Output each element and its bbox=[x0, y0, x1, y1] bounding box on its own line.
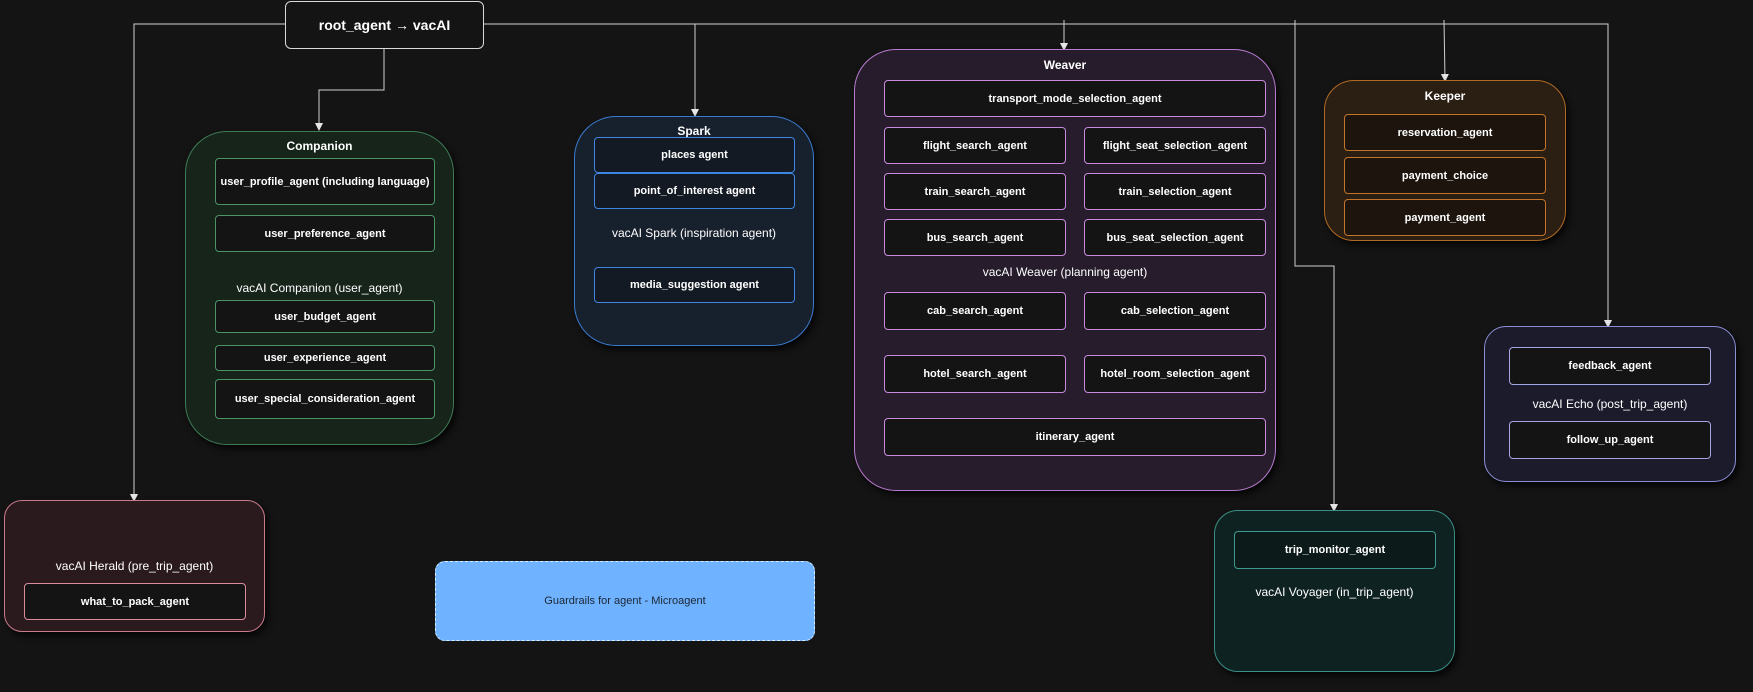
keeper-title: Keeper bbox=[1424, 89, 1466, 103]
cab-selection-agent[interactable]: cab_selection_agent bbox=[1084, 292, 1266, 330]
user-special-consideration-agent[interactable]: user_special_consideration_agent bbox=[215, 379, 435, 419]
herald-group[interactable]: vacAI Herald (pre_trip_agent) what_to_pa… bbox=[4, 500, 265, 632]
guardrails-box[interactable]: Guardrails for agent - Microagent bbox=[435, 561, 815, 641]
edge-root-herald bbox=[130, 23, 285, 502]
echo-subtitle: vacAI Echo (post_trip_agent) bbox=[1532, 397, 1688, 411]
follow-up-agent[interactable]: follow_up_agent bbox=[1509, 421, 1711, 459]
edge-root-spark bbox=[484, 23, 1612, 328]
voyager-group[interactable]: trip_monitor_agent vacAI Voyager (in_tri… bbox=[1214, 510, 1455, 672]
train-search-agent[interactable]: train_search_agent bbox=[884, 173, 1066, 210]
hotel-search-agent[interactable]: hotel_search_agent bbox=[884, 355, 1066, 393]
cab-search-agent[interactable]: cab_search_agent bbox=[884, 292, 1066, 330]
itinerary-agent[interactable]: itinerary_agent bbox=[884, 418, 1266, 456]
keeper-group[interactable]: Keeper reservation_agent payment_choice … bbox=[1324, 80, 1566, 241]
flight-search-agent[interactable]: flight_search_agent bbox=[884, 127, 1066, 164]
companion-subtitle: vacAI Companion (user_agent) bbox=[236, 281, 403, 295]
weaver-subtitle: vacAI Weaver (planning agent) bbox=[982, 265, 1148, 279]
payment-choice[interactable]: payment_choice bbox=[1344, 157, 1546, 194]
edge-root-keeper bbox=[1440, 19, 1449, 82]
spark-group[interactable]: Spark places agent point_of_interest age… bbox=[574, 116, 814, 346]
root-agent-node[interactable]: root_agent → vacAI bbox=[285, 1, 484, 49]
edge-root-voyager bbox=[1294, 20, 1338, 512]
user-preference-agent[interactable]: user_preference_agent bbox=[215, 215, 435, 252]
trip-monitor-agent[interactable]: trip_monitor_agent bbox=[1234, 531, 1436, 569]
feedback-agent[interactable]: feedback_agent bbox=[1509, 347, 1711, 385]
user-experience-agent[interactable]: user_experience_agent bbox=[215, 345, 435, 371]
user-budget-agent[interactable]: user_budget_agent bbox=[215, 300, 435, 333]
point-of-interest-agent[interactable]: point_of_interest agent bbox=[594, 173, 795, 209]
train-selection-agent[interactable]: train_selection_agent bbox=[1084, 173, 1266, 210]
places-agent[interactable]: places agent bbox=[594, 137, 795, 173]
media-suggestion-agent[interactable]: media_suggestion agent bbox=[594, 267, 795, 303]
companion-title: Companion bbox=[286, 139, 353, 153]
what-to-pack-agent[interactable]: what_to_pack_agent bbox=[24, 583, 246, 620]
weaver-title: Weaver bbox=[1043, 58, 1087, 72]
hotel-room-selection-agent[interactable]: hotel_room_selection_agent bbox=[1084, 355, 1266, 393]
bus-search-agent[interactable]: bus_search_agent bbox=[884, 219, 1066, 256]
reservation-agent[interactable]: reservation_agent bbox=[1344, 114, 1546, 151]
herald-subtitle: vacAI Herald (pre_trip_agent) bbox=[55, 559, 214, 573]
spark-title: Spark bbox=[677, 124, 711, 138]
edge-root-companion bbox=[315, 49, 385, 131]
voyager-subtitle: vacAI Voyager (in_trip_agent) bbox=[1255, 585, 1414, 599]
companion-group[interactable]: Companion user_profile_agent (including … bbox=[185, 131, 454, 445]
bus-seat-selection-agent[interactable]: bus_seat_selection_agent bbox=[1084, 219, 1266, 256]
weaver-group[interactable]: Weaver transport_mode_selection_agent fl… bbox=[854, 49, 1276, 491]
spark-subtitle: vacAI Spark (inspiration agent) bbox=[611, 226, 777, 240]
echo-group[interactable]: feedback_agent vacAI Echo (post_trip_age… bbox=[1484, 326, 1736, 482]
payment-agent[interactable]: payment_agent bbox=[1344, 199, 1546, 236]
user-profile-agent[interactable]: user_profile_agent (including language) bbox=[215, 158, 435, 205]
flight-seat-selection-agent[interactable]: flight_seat_selection_agent bbox=[1084, 127, 1266, 164]
transport-mode-selection-agent[interactable]: transport_mode_selection_agent bbox=[884, 80, 1266, 117]
